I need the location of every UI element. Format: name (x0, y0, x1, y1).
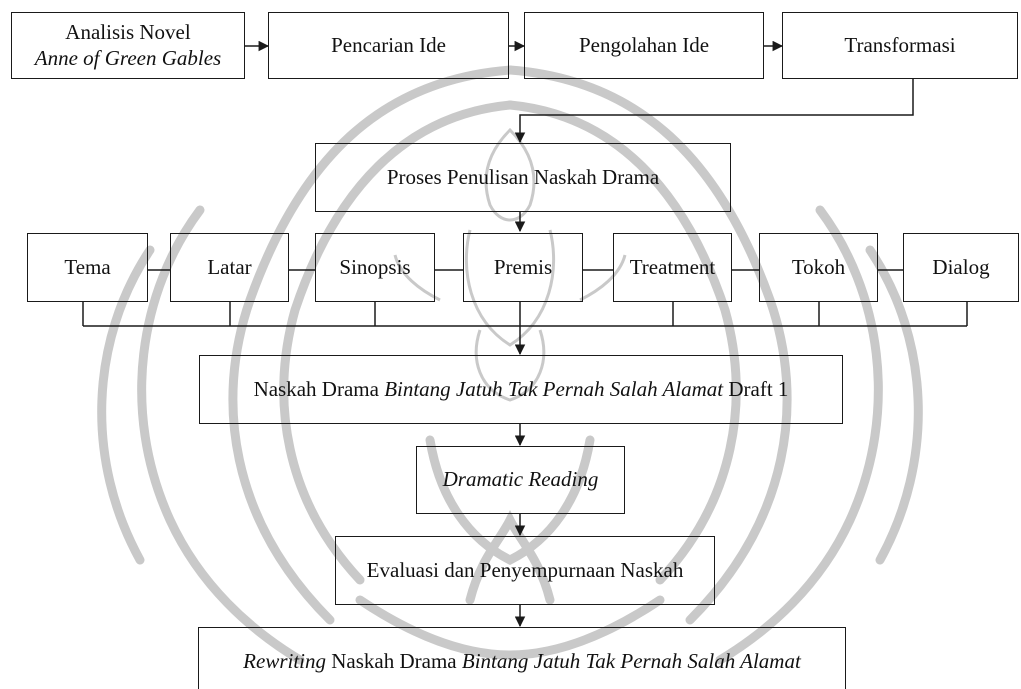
novel-title-label: Anne of Green Gables (34, 45, 222, 70)
premis-box: Premis (463, 233, 583, 302)
sinopsis-box: Sinopsis (315, 233, 435, 302)
pengolahan-ide-box: Pengolahan Ide (524, 12, 764, 79)
rewriting-middle: Naskah Drama (326, 649, 462, 674)
pencarian-ide-box: Pencarian Ide (268, 12, 509, 79)
dramatic-reading-box: Dramatic Reading (416, 446, 625, 514)
dramatic-reading-label: Dramatic Reading (442, 467, 599, 492)
rewriting-box: Rewriting Naskah Drama Bintang Jatuh Tak… (198, 627, 846, 689)
arrow-transformasi-to-proses (514, 79, 914, 144)
treatment-box: Treatment (613, 233, 732, 302)
rewriting-label: Rewriting (243, 649, 327, 674)
proses-penulisan-box: Proses Penulisan Naskah Drama (315, 143, 731, 212)
naskah-draft-box: Naskah Drama Bintang Jatuh Tak Pernah Sa… (199, 355, 843, 424)
dialog-box: Dialog (903, 233, 1019, 302)
analisis-novel-box: Analisis Novel Anne of Green Gables (11, 12, 245, 79)
analisis-novel-label: Analisis Novel (65, 20, 191, 45)
draft-prefix: Naskah Drama (253, 376, 385, 401)
transformasi-box: Transformasi (782, 12, 1018, 79)
draft-title: Bintang Jatuh Tak Pernah Salah Alamat (384, 376, 724, 401)
rewriting-title: Bintang Jatuh Tak Pernah Salah Alamat (461, 649, 801, 674)
tokoh-box: Tokoh (759, 233, 878, 302)
tema-box: Tema (27, 233, 148, 302)
draft-suffix: Draft 1 (723, 376, 789, 401)
latar-box: Latar (170, 233, 289, 302)
evaluasi-box: Evaluasi dan Penyempurnaan Naskah (335, 536, 715, 605)
